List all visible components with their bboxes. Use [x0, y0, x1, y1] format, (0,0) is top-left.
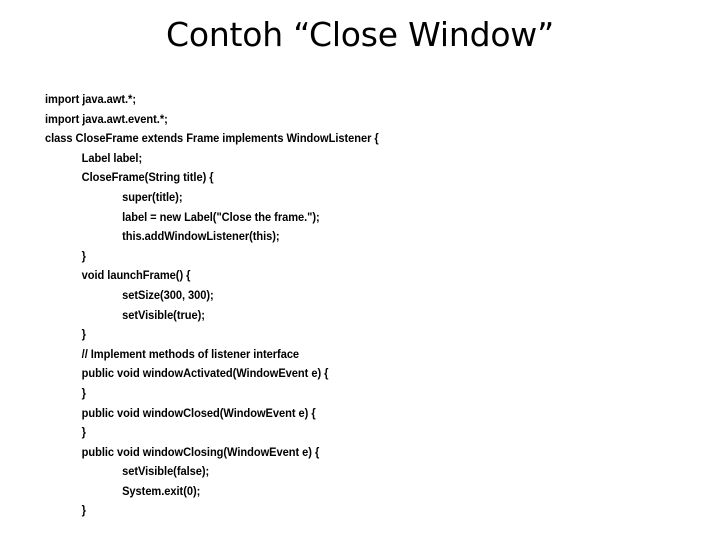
code-line: setSize(300, 300);	[122, 287, 214, 302]
code-line: super(title);	[122, 189, 183, 204]
code-line: void launchFrame() {	[81, 268, 191, 283]
code-line: public void windowActivated(WindowEvent …	[81, 366, 329, 381]
code-line: public void windowClosed(WindowEvent e) …	[81, 405, 316, 420]
code-line: Label label;	[81, 150, 143, 165]
code-line: // Implement methods of listener interfa…	[81, 346, 300, 361]
code-line: }	[81, 425, 86, 440]
code-line: CloseFrame(String title) {	[81, 170, 214, 185]
code-line: System.exit(0);	[122, 483, 201, 498]
code-line: setVisible(true);	[122, 307, 205, 322]
code-line: public void windowClosing(WindowEvent e)…	[81, 444, 320, 459]
code-line: import java.awt.event.*;	[45, 111, 168, 126]
page-title: Contoh “Close Window”	[166, 15, 554, 54]
code-line: }	[81, 248, 86, 263]
code-block: import java.awt.*; import java.awt.event.…	[45, 90, 685, 521]
code-line: }	[81, 503, 86, 518]
code-line: import java.awt.*;	[45, 92, 136, 106]
code-line: label = new Label("Close the frame.");	[122, 209, 320, 224]
code-line: }	[81, 385, 86, 400]
code-line: class CloseFrame extends Frame implement…	[45, 131, 379, 146]
code-line: this.addWindowListener(this);	[122, 229, 280, 244]
code-line: }	[81, 327, 86, 342]
code-line: setVisible(false);	[122, 464, 210, 479]
